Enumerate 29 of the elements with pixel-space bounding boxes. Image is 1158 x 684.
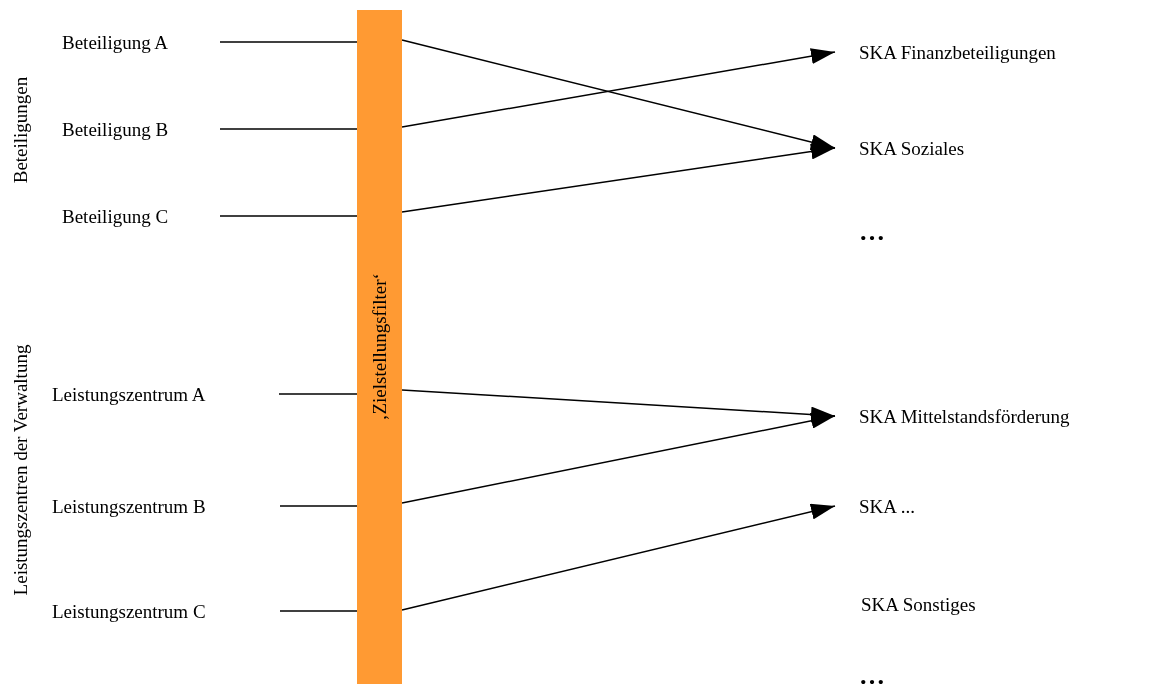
arrow <box>401 412 836 504</box>
filter-label: ‚Zielstellungsfilter‘ <box>368 273 391 421</box>
item-label: SKA Soziales <box>859 138 965 158</box>
item-label: Beteiligung B <box>62 119 169 139</box>
ellipsis-text: … <box>859 219 885 245</box>
item-label: Beteiligung C <box>62 206 169 226</box>
connector-line <box>219 41 358 43</box>
connector-line <box>219 215 358 217</box>
connector-line <box>278 393 358 395</box>
group-label: Leistungszentren der Verwaltung <box>10 344 30 596</box>
item-label: SKA ... <box>859 496 915 516</box>
filter-bar <box>357 10 402 684</box>
item-label: Leistungszentrum C <box>52 601 206 621</box>
arrow <box>401 503 836 611</box>
item-label: SKA Finanzbeteiligungen <box>859 42 1056 62</box>
item-label: Leistungszentrum A <box>52 384 206 404</box>
ellipsis-text: … <box>859 663 885 684</box>
connector-line <box>219 128 358 130</box>
item-label: SKA Mittelstandsförderung <box>859 406 1070 426</box>
group-label: Beteiligungen <box>10 76 30 184</box>
arrow <box>401 143 836 213</box>
item-label: Leistungszentrum B <box>52 496 206 516</box>
item-label: SKA Sonstiges <box>861 594 976 614</box>
arrow <box>401 389 836 423</box>
arrow <box>401 39 836 150</box>
connector-line <box>279 505 358 507</box>
item-label: Beteiligung A <box>62 32 169 52</box>
arrow <box>401 48 836 128</box>
connector-line <box>279 610 358 612</box>
